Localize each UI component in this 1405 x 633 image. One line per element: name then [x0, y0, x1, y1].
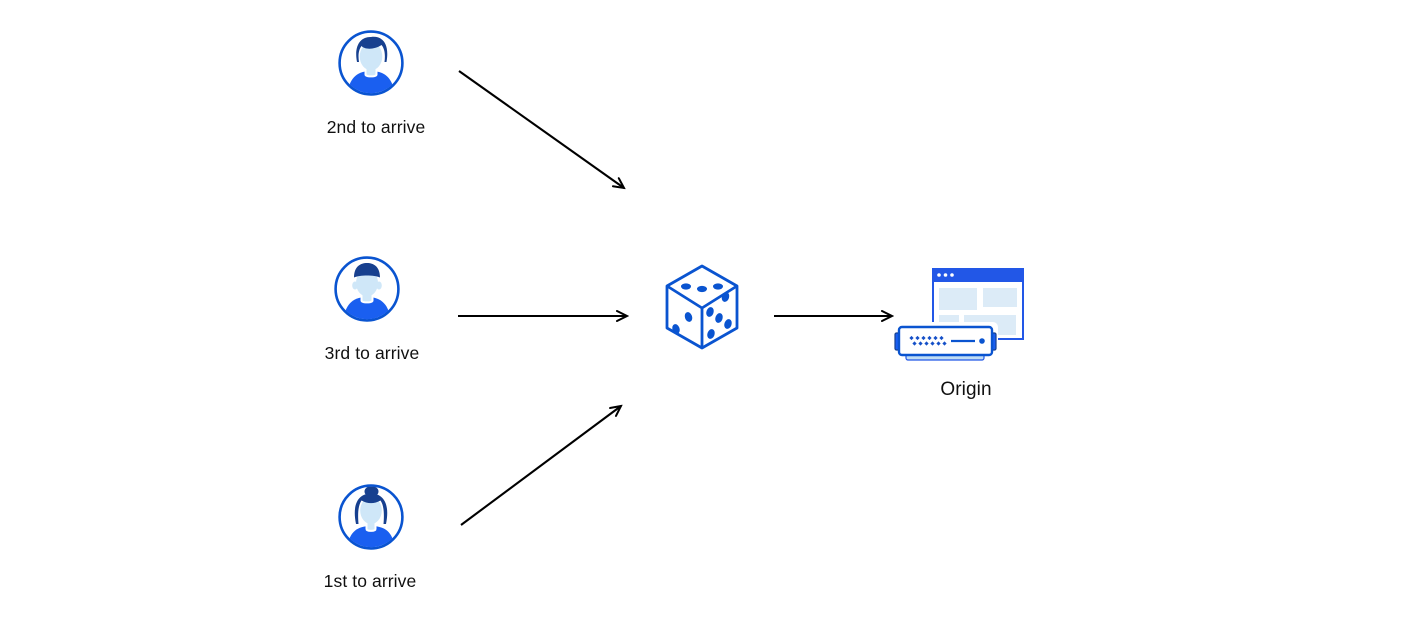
male-avatar-icon [338, 30, 404, 96]
origin-label: Origin [940, 379, 992, 400]
female-avatar-icon [338, 484, 404, 550]
server-icon [894, 322, 998, 362]
second-visitor-label: 2nd to arrive [326, 117, 426, 137]
arrow-second-visitor-to-dice [458, 70, 624, 188]
origin-server-icon [894, 268, 1024, 362]
arrow-first-visitor-to-dice [460, 406, 621, 526]
male-avatar-icon [334, 256, 400, 322]
third-visitor-label: 3rd to arrive [324, 343, 420, 363]
first-visitor-label: 1st to arrive [323, 571, 417, 591]
dice-icon [665, 264, 739, 350]
